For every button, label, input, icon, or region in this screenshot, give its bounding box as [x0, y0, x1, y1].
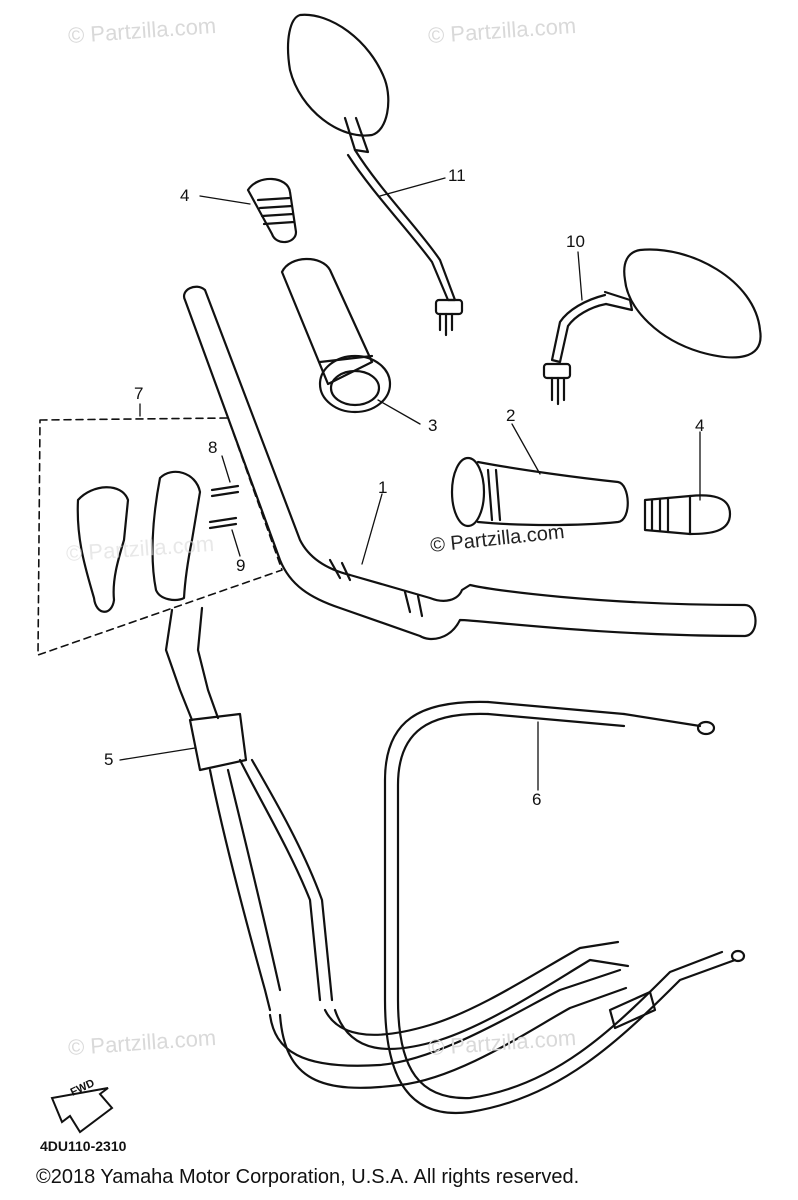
fwd-arrow-icon — [50, 1087, 114, 1134]
grip-left — [450, 456, 629, 528]
leader-lines — [119, 177, 701, 791]
callout-2: 2 — [506, 406, 516, 425]
callout-5: 5 — [104, 750, 114, 769]
callout-9: 9 — [236, 556, 246, 575]
callout-4: 4 — [695, 416, 705, 435]
callout-7: 7 — [134, 384, 144, 403]
callout-8: 8 — [208, 438, 218, 457]
handlebar-exploded-diagram — [37, 13, 762, 1134]
throttle-housing-assembly — [37, 417, 283, 656]
callout-10: 10 — [566, 232, 585, 251]
callout-1: 1 — [378, 478, 388, 497]
throttle-cables — [164, 606, 630, 1089]
callout-3: 3 — [428, 416, 438, 435]
callout-4: 4 — [180, 186, 190, 205]
copyright-notice: ©2018 Yamaha Motor Corporation, U.S.A. A… — [36, 1166, 580, 1188]
part-code: 4DU110-2310 — [40, 1138, 127, 1154]
clutch-cable — [383, 700, 746, 1115]
bar-end-weight-top — [246, 177, 298, 244]
handlebar — [182, 285, 757, 640]
bar-end-weight-left — [643, 494, 732, 536]
callout-11: 11 — [448, 166, 466, 185]
callout-6: 6 — [532, 790, 542, 809]
mirror-left — [542, 248, 762, 406]
mirror-right — [286, 13, 464, 337]
grip-right — [280, 257, 392, 414]
